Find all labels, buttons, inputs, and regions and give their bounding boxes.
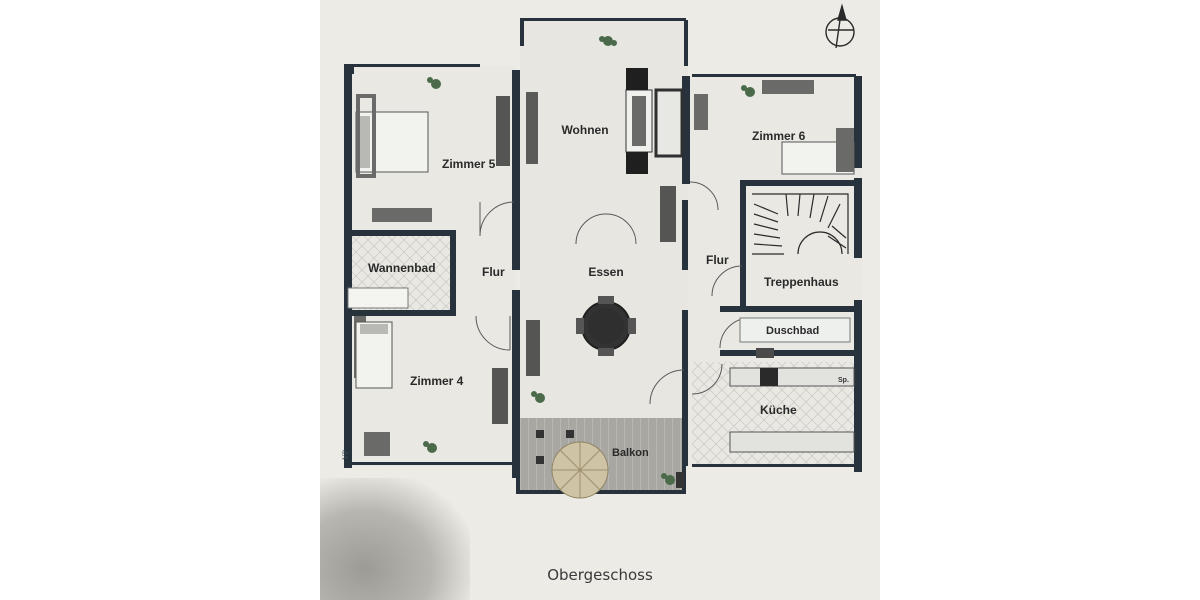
floor-plan-sheet: Zimmer 5 Wohnen Zimmer 6 Wannenbad Flur … [320, 0, 880, 600]
photo-shadow [320, 478, 470, 600]
room-label-flur-right: Flur [706, 253, 729, 267]
kitchen-tag: Sp. [838, 377, 849, 384]
bed-icon [355, 321, 393, 389]
watermark: VP [341, 449, 350, 460]
room-label-essen: Essen [588, 265, 623, 279]
walls [344, 18, 862, 494]
room-label-treppenhaus: Treppenhaus [764, 275, 839, 289]
room-label-duschbad: Duschbad [766, 325, 819, 337]
room-label-wohnen: Wohnen [561, 123, 608, 137]
sofa-icon [626, 68, 684, 174]
room-label-zimmer6: Zimmer 6 [752, 129, 806, 143]
table-icon [576, 296, 636, 356]
table-icon [625, 89, 653, 153]
bed-icon [355, 111, 429, 173]
floor-plan: Zimmer 5 Wohnen Zimmer 6 Wannenbad Flur … [341, 3, 862, 499]
umbrella-icon [551, 441, 609, 499]
room-label-flur-left: Flur [482, 265, 505, 279]
room-labels: Zimmer 5 Wohnen Zimmer 6 Wannenbad Flur … [341, 123, 849, 460]
room-label-wannenbad: Wannenbad [368, 261, 436, 275]
plant-icon [423, 36, 755, 485]
room-label-zimmer4: Zimmer 4 [410, 374, 464, 388]
room-label-zimmer5: Zimmer 5 [442, 157, 496, 171]
room-label-kueche: Küche [760, 403, 797, 417]
room-label-balkon: Balkon [612, 447, 649, 459]
furniture [347, 68, 855, 499]
north-arrow-icon [825, 3, 855, 49]
plan-caption: Obergeschoss [547, 566, 653, 584]
staircase-icon [752, 193, 849, 255]
